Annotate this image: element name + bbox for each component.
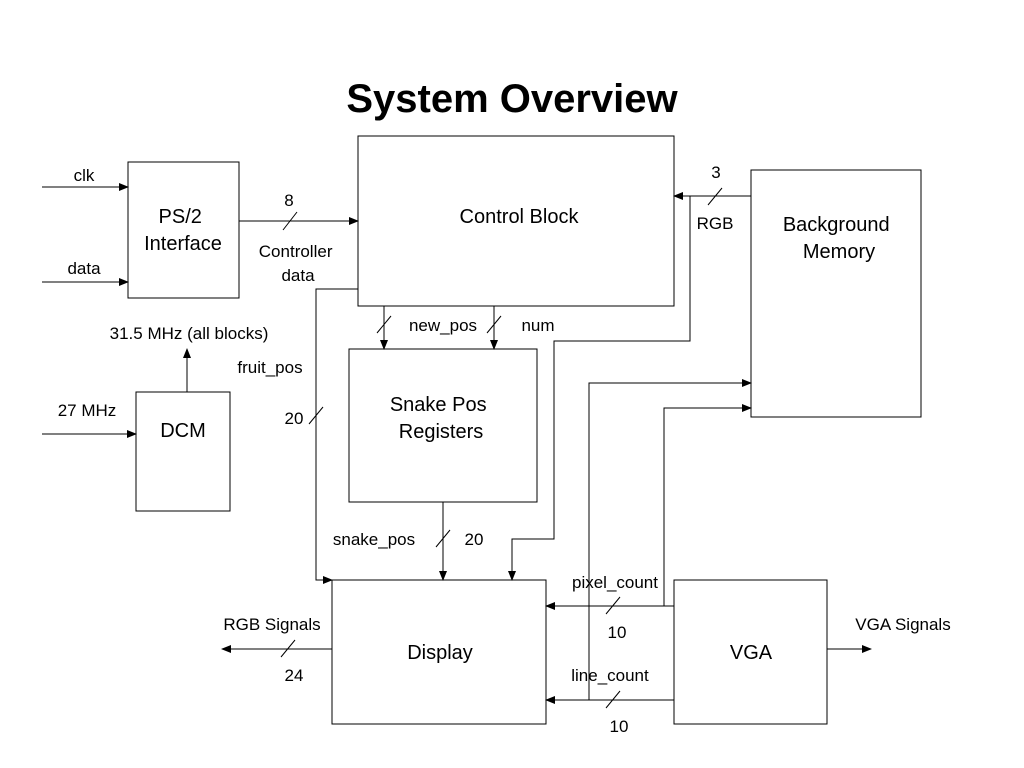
pixel-count-width: 10 bbox=[608, 623, 627, 642]
data-label: data bbox=[67, 259, 101, 278]
rgb-signals-output: RGB Signals 24 bbox=[221, 615, 332, 685]
page-title: System Overview bbox=[346, 77, 678, 121]
rgb-label: RGB bbox=[697, 214, 734, 233]
rgb-width: 3 bbox=[711, 163, 720, 182]
line-count-bus: line_count 10 bbox=[545, 404, 752, 736]
pixel-count-label: pixel_count bbox=[572, 573, 658, 592]
vga-block: VGA bbox=[673, 579, 828, 725]
ps2-interface-block: PS/2 Interface bbox=[127, 161, 240, 299]
snake-pos-registers-label: Snake Pos Registers bbox=[390, 394, 492, 443]
controller-data-label: Controller data bbox=[259, 242, 337, 285]
line-count-width: 10 bbox=[610, 717, 629, 736]
clock-in-label: 27 MHz bbox=[58, 401, 117, 420]
snake-pos-bus: snake_pos 20 bbox=[333, 502, 484, 581]
background-memory-block: Background Memory bbox=[750, 169, 922, 418]
rgb-bus: 3 RGB bbox=[508, 163, 751, 581]
num-bus: num bbox=[486, 306, 555, 350]
display-label: Display bbox=[407, 642, 473, 664]
clock-in-signal: 27 MHz bbox=[42, 401, 137, 438]
fruit-pos-width: 20 bbox=[285, 409, 304, 428]
controller-data-width: 8 bbox=[284, 191, 293, 210]
num-label: num bbox=[521, 316, 554, 335]
dcm-block: DCM bbox=[135, 391, 231, 512]
clk-label: clk bbox=[74, 166, 95, 185]
new-pos-label: new_pos bbox=[409, 316, 477, 335]
clock-out-label: 31.5 MHz (all blocks) bbox=[110, 324, 269, 343]
display-block: Display bbox=[331, 579, 547, 725]
control-block-label: Control Block bbox=[460, 206, 580, 228]
clock-out-signal: 31.5 MHz (all blocks) bbox=[110, 324, 269, 392]
controller-data-bus: 8 Controller data bbox=[239, 191, 359, 285]
background-memory-label: Background Memory bbox=[783, 214, 895, 263]
fruit-pos-bus: fruit_pos 20 bbox=[237, 288, 358, 584]
snake-pos-width: 20 bbox=[465, 530, 484, 549]
new-pos-bus: new_pos bbox=[376, 306, 477, 350]
vga-label: VGA bbox=[730, 642, 773, 664]
fruit-pos-label: fruit_pos bbox=[237, 358, 302, 377]
snake-pos-registers-block: Snake Pos Registers bbox=[348, 348, 538, 503]
vga-signals-output: VGA Signals bbox=[827, 615, 951, 653]
control-block: Control Block bbox=[357, 135, 675, 307]
data-signal: data bbox=[42, 259, 129, 286]
snake-pos-label: snake_pos bbox=[333, 530, 415, 549]
rgb-signals-width: 24 bbox=[285, 666, 304, 685]
ps2-interface-label: PS/2 Interface bbox=[144, 206, 222, 255]
rgb-signals-label: RGB Signals bbox=[223, 615, 320, 634]
line-count-label: line_count bbox=[571, 666, 649, 685]
pixel-count-bus: pixel_count 10 bbox=[545, 379, 752, 700]
clk-signal: clk bbox=[42, 166, 129, 191]
dcm-label: DCM bbox=[160, 420, 206, 442]
vga-signals-label: VGA Signals bbox=[855, 615, 950, 634]
